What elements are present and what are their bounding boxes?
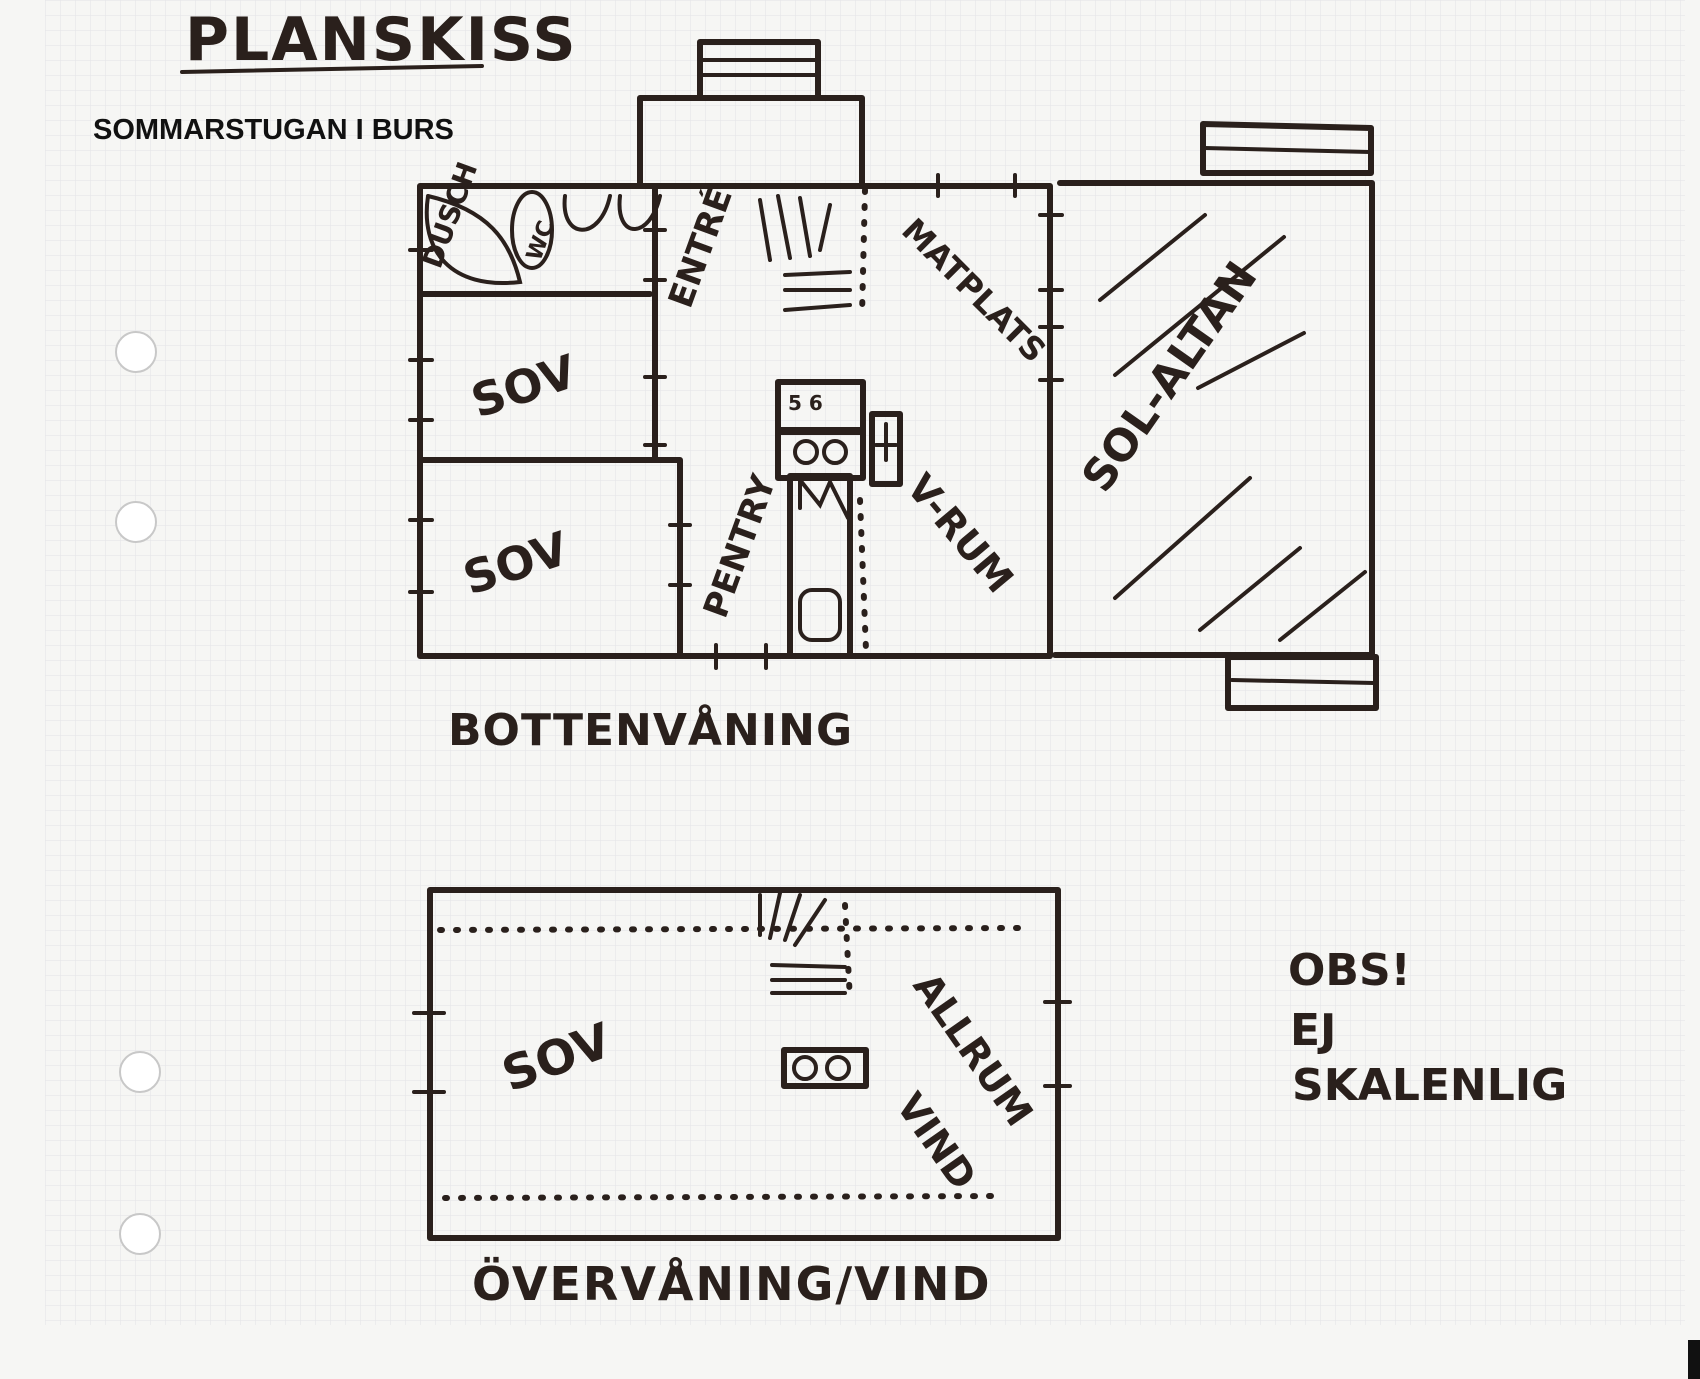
punch-hole	[119, 1213, 161, 1255]
scale-note: OBS! EJ SKALENLIG	[1288, 945, 1567, 1111]
paper-grid	[45, 0, 1685, 1325]
sketch-title: PLANSKISS	[185, 5, 578, 75]
note-line-obs: OBS!	[1288, 945, 1411, 996]
punch-hole	[115, 331, 157, 373]
note-line-skalenlig: SKALENLIG	[1292, 1060, 1567, 1111]
stove-label: 5 6	[788, 391, 823, 415]
punch-hole	[119, 1051, 161, 1093]
upper-floor-caption: ÖVERVÅNING/VIND	[472, 1257, 992, 1311]
scanner-edge	[1688, 1340, 1700, 1379]
note-line-ej: EJ	[1290, 1005, 1336, 1056]
ground-floor-caption: BOTTENVÅNING	[448, 703, 853, 756]
page-subtitle: SOMMARSTUGAN I BURS	[93, 114, 454, 146]
punch-hole	[115, 501, 157, 543]
